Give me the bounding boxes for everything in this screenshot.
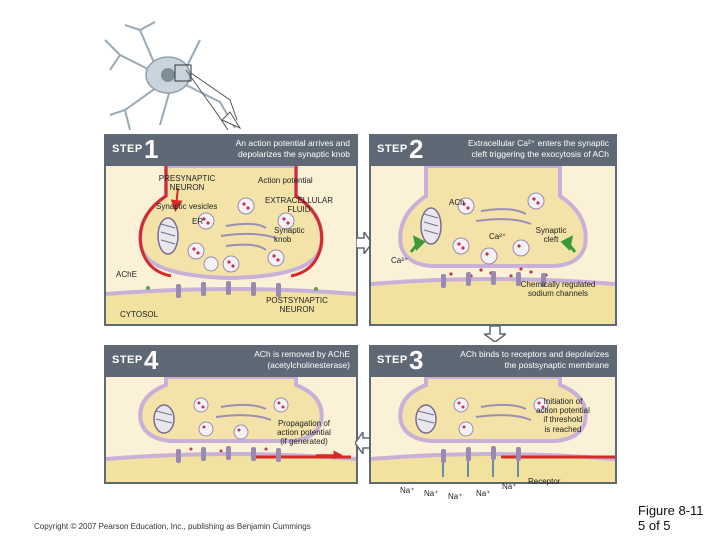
step3-panel: Initiation of action potential if thresh… [369,377,617,484]
cytosol-label: CYTOSOL [120,310,159,319]
step4-word: STEP [112,354,143,366]
step3-number: 3 [409,345,424,375]
er-label: ER [192,217,204,226]
step3-header: STEP 3 ACh binds to receptors and depola… [369,345,617,377]
ca-inside-label: Ca²⁺ [489,232,507,241]
step4-number: 4 [144,345,159,375]
na-label-5: Na⁺ [502,482,517,491]
na-label-3: Na⁺ [448,492,463,501]
copyright-text: Copyright © 2007 Pearson Education, Inc.… [34,522,311,531]
ca-outside-label: Ca²⁺ [391,256,409,265]
step4-description: ACh is removed by AChE (acetylcholineste… [254,349,350,370]
arrow-step1-to-step2 [356,232,372,254]
propagation-label: Propagation of action potential (if gene… [277,419,331,447]
step4-panel: Propagation of action potential (if gene… [104,377,358,484]
na-label-1: Na⁺ [400,486,415,495]
ache-label: AChE [116,270,137,279]
synaptic-vesicles-label: Synaptic vesicles [156,202,218,211]
step3-description: ACh binds to receptors and depolarizes t… [460,349,609,370]
action-potential-label: Action potential [258,176,313,185]
step2-description: Extracellular Ca²⁺ enters the synaptic c… [467,138,609,159]
postsynaptic-neuron-label: POSTSYNAPTIC NEURON [266,296,328,315]
sodium-channels-label: Chemically regulated sodium channels [520,280,596,299]
step2-header: STEP 2 Extracellular Ca²⁺ enters the syn… [369,134,617,166]
extracellular-fluid-label: EXTRACELLULAR FLUID [264,196,334,215]
presynaptic-neuron-label: PRESYNAPTIC NEURON [158,174,216,193]
neuron-thumbnail [100,20,260,140]
initiation-label: Initiation of action potential if thresh… [536,397,590,434]
step1-header: STEP 1 An action potential arrives and d… [104,134,358,166]
step1-description: An action potential arrives and depolari… [235,138,350,159]
figure-reference: Figure 8-11 5 of 5 [638,503,704,533]
step1-word: STEP [112,143,143,155]
step2-word: STEP [377,143,408,155]
na-label-4: Na⁺ [476,489,491,498]
step2-panel: ACh Ca²⁺ Synaptic cleft Ca²⁺ Chemically … [369,166,617,326]
receptor-label: Receptor [528,477,561,486]
step4-header: STEP 4 ACh is removed by AChE (acetylcho… [104,345,358,377]
ach-label: ACh [449,198,465,207]
na-label-2: Na⁺ [424,489,439,498]
synaptic-knob-label: Synaptic knob [274,226,305,245]
synaptic-cleft-label: Synaptic cleft [535,226,567,245]
step2-number: 2 [409,134,424,164]
arrow-step2-to-step3 [484,326,506,342]
step1-panel: PRESYNAPTIC NEURON Action potential Syna… [104,166,358,326]
step1-number: 1 [144,134,159,164]
step3-word: STEP [377,354,408,366]
